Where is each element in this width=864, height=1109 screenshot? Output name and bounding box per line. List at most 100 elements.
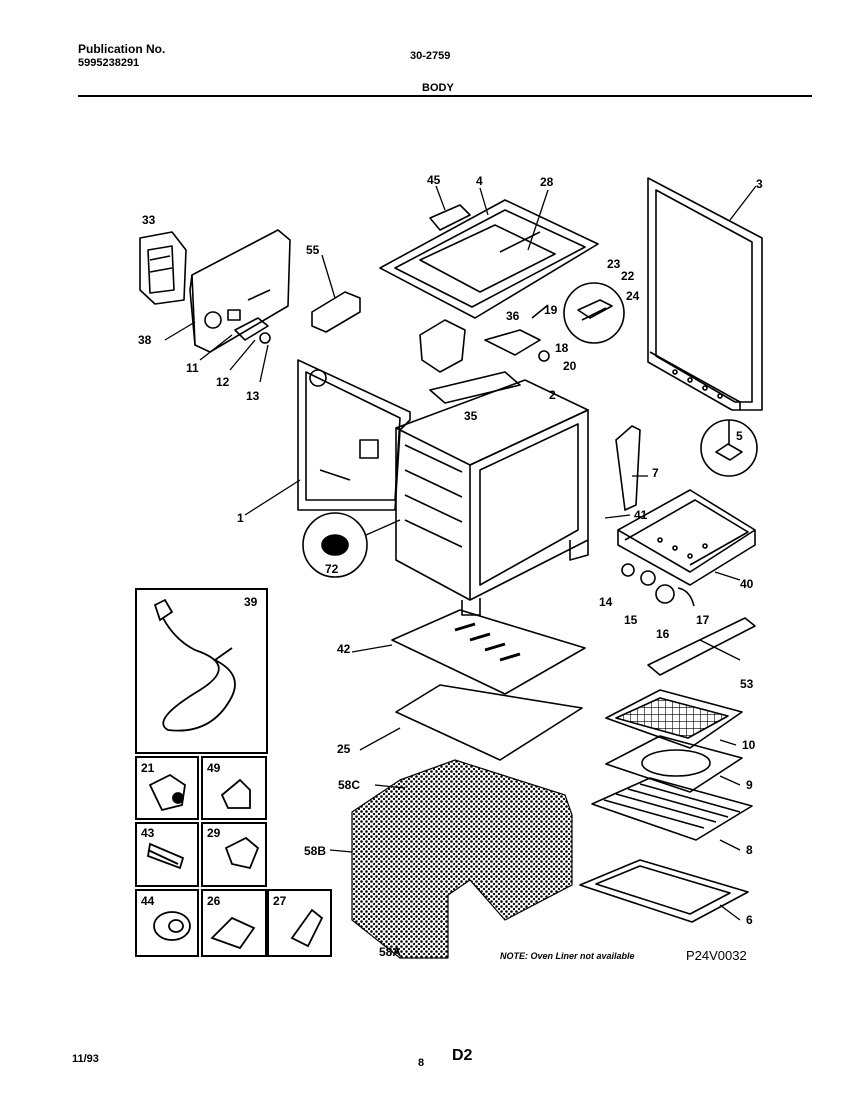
clip-part [234,317,269,341]
clip-27-part [290,908,324,948]
callout-label: 27 [273,894,287,908]
knob-15-part [640,570,656,586]
callout-label: 29 [207,826,221,840]
door-frame-part [579,859,749,923]
switch-assembly-part [419,304,550,373]
callout-label: 58A [379,945,401,959]
callout-label: 28 [540,175,554,189]
inset-box-29 [201,822,267,887]
leader-lines [164,185,757,921]
callout-label: 72 [325,562,339,576]
section-title: BODY [422,82,454,94]
model-number: 30-2759 [410,50,451,62]
callout-label: 42 [337,642,351,656]
callout-label: 36 [506,309,520,323]
diagram-code: P24V0032 [686,948,747,963]
callout-label: 58C [338,778,360,792]
grommet-part [302,512,368,578]
bracket-49-part [220,778,251,809]
callout-label: 9 [746,778,753,792]
oven-rack-part [591,777,753,841]
callout-label: 21 [141,761,155,775]
callout-label: 23 [607,257,621,271]
clip-29-part [224,836,260,870]
callout-label: 7 [652,466,659,480]
inset-box-27 [267,889,332,957]
callout-label: 15 [624,613,638,627]
screw-43-part [146,842,185,870]
callout-label: 16 [656,627,670,641]
callout-label: 14 [599,595,613,609]
callout-label: 58B [304,844,326,858]
callout-label: 2 [549,388,556,402]
footer-code: D2 [452,1047,473,1064]
callout-label: 44 [141,894,155,908]
inset-box-43 [135,822,199,887]
callout-label: 49 [207,761,221,775]
callout-label: 35 [464,409,478,423]
oven-body-part [395,371,589,616]
broiler-pan-part [605,689,743,749]
bushing-44-part [153,911,191,941]
knob-16-part [655,584,675,604]
callout-label: 39 [244,595,258,609]
footer-page: 8 [418,1057,425,1069]
bracket-part [311,291,361,333]
insulation-blanket-part [351,759,573,959]
drawer-panel-part [395,684,583,761]
terminal-block-part [139,231,187,305]
callout-label: 25 [337,742,351,756]
callout-label: 40 [740,577,754,591]
back-panel-part [189,229,291,353]
diagram-note: NOTE: Oven Liner not available [500,951,635,961]
header-rule [78,95,812,97]
cooktop-frame-part [379,199,599,319]
callout-label: 13 [246,389,260,403]
inset-box-21 [135,756,199,820]
callout-label: 26 [207,894,221,908]
callout-label: 3 [756,177,763,191]
bracket-26-part [210,916,256,950]
side-panel-part [297,359,411,511]
callout-label: 43 [141,826,155,840]
leveler-detail-part [700,419,758,477]
detail-circle-part [563,282,625,344]
callout-label: 19 [544,303,558,317]
back-guard-panel-part [647,177,763,411]
callout-label: 1 [237,511,244,525]
callout-label: 10 [742,738,756,752]
callout-label: 53 [740,677,754,691]
bracket-7-part [615,425,641,511]
callout-label: 17 [696,613,710,627]
callout-label: 6 [746,913,753,927]
wire-17-part [677,587,695,607]
callout-label: 5 [736,429,743,443]
callout-label: 4 [476,174,483,188]
footer-date: 11/93 [72,1053,99,1065]
publication-label: Publication No. [78,42,166,56]
inset-box-44 [135,889,199,957]
callout-label: 55 [306,243,320,257]
inset-box-39 [135,588,268,754]
inset-box-49 [201,756,267,820]
callout-label: 8 [746,843,753,857]
callout-label: 11 [186,361,199,375]
publication-number: 5995238291 [78,57,140,69]
bottom-panel-part [391,609,586,695]
callout-label: 33 [142,213,156,227]
callout-label: 12 [216,375,230,389]
callout-label: 24 [626,289,640,303]
callout-label: 18 [555,341,569,355]
callout-label: 20 [563,359,577,373]
inset-grid [135,588,332,957]
callout-label: 45 [427,173,441,187]
knob-14-part [621,563,635,577]
callout-label: 22 [621,269,635,283]
inset-box-26 [201,889,267,957]
terminal-21-part [148,773,186,812]
callout-label: 41 [634,508,648,522]
screw-part [259,332,271,344]
power-cord-part [153,598,236,732]
trim-strip-part [647,617,756,676]
